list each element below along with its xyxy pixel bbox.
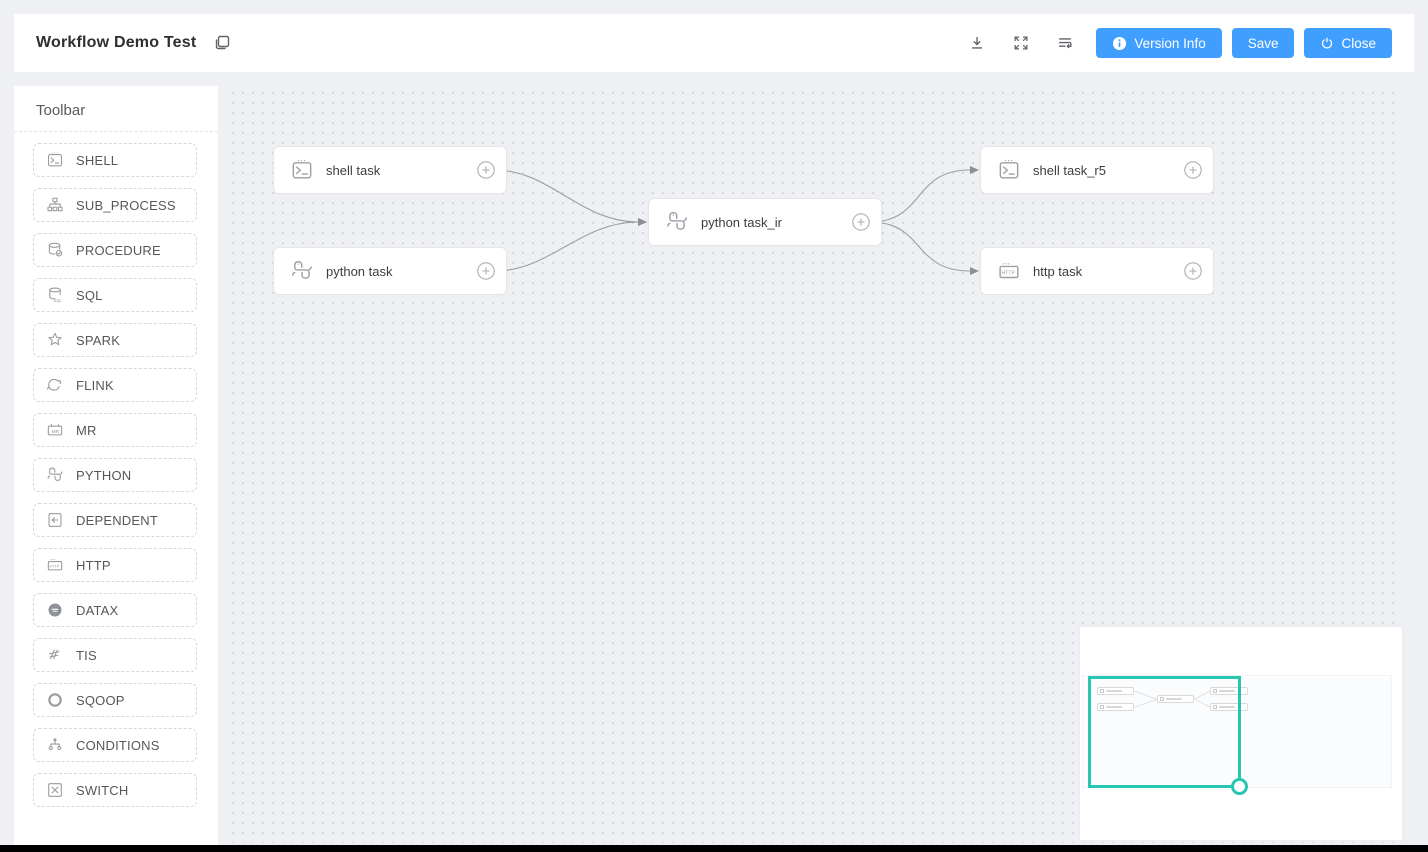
toolbar-item-python[interactable]: PYTHON — [33, 458, 197, 492]
node-label: shell task — [326, 162, 381, 178]
toolbar-title: Toolbar — [36, 102, 86, 119]
dag-node-shell-task-r5[interactable]: shell task_r5 — [980, 146, 1214, 194]
save-button[interactable]: Save — [1231, 28, 1295, 58]
http-icon: HTTP — [46, 556, 64, 574]
minimap[interactable] — [1080, 627, 1402, 840]
toolbar-item-http[interactable]: HTTP HTTP — [33, 548, 197, 582]
minimap-viewport[interactable] — [1088, 676, 1248, 795]
node-connect-plus-icon[interactable] — [1184, 161, 1202, 179]
switch-icon — [46, 781, 64, 799]
node-connect-plus-icon[interactable] — [1184, 262, 1202, 280]
toolbar-item-label: SPARK — [76, 332, 121, 348]
toolbar-item-switch[interactable]: SWITCH — [33, 773, 197, 807]
toolbar-item-label: PROCEDURE — [76, 242, 161, 258]
svg-text:HTTP: HTTP — [1002, 270, 1016, 276]
flink-icon — [46, 376, 64, 394]
download-icon[interactable] — [964, 30, 990, 56]
toolbar-item-label: TIS — [76, 647, 97, 663]
dependent-icon — [46, 511, 64, 529]
close-button[interactable]: Close — [1304, 28, 1392, 58]
sqoop-icon — [46, 691, 64, 709]
svg-text:SQL: SQL — [53, 298, 62, 303]
dag-canvas[interactable]: shell task python task python task_ir sh… — [218, 86, 1414, 845]
minimap-node-shell-task-r5 — [1210, 687, 1248, 695]
dag-node-python-task-ir[interactable]: python task_ir — [648, 198, 882, 246]
conditions-icon — [46, 736, 64, 754]
dag-node-python-task[interactable]: python task — [273, 247, 507, 295]
svg-text:HTTP: HTTP — [50, 565, 60, 569]
toolbar-item-label: FLINK — [76, 377, 114, 393]
close-label: Close — [1341, 35, 1376, 51]
toolbar-item-label: SHELL — [76, 152, 119, 168]
shell-icon — [289, 157, 315, 183]
minimap-node-http-task — [1210, 703, 1248, 711]
info-icon — [1113, 36, 1127, 50]
toolbar-item-label: SQOOP — [76, 692, 125, 708]
toolbar-sidebar: Toolbar SHELL SUB_PROCESS PROCEDURE SQL … — [14, 86, 218, 845]
node-label: python task_ir — [701, 214, 782, 230]
python-icon — [289, 258, 315, 284]
save-label: Save — [1247, 35, 1279, 51]
toolbar-item-label: PYTHON — [76, 467, 132, 483]
header-actions: Version Info Save Close — [964, 28, 1392, 58]
format-dag-icon[interactable] — [1052, 30, 1078, 56]
toolbar-item-sql[interactable]: SQL SQL — [33, 278, 197, 312]
toolbar-item-label: SWITCH — [76, 782, 129, 798]
toolbar-item-list: SHELL SUB_PROCESS PROCEDURE SQL SQL SPAR… — [14, 132, 218, 807]
dag-node-shell-task[interactable]: shell task — [273, 146, 507, 194]
tis-icon — [46, 646, 64, 664]
shell-icon — [996, 157, 1022, 183]
toolbar-item-label: SQL — [76, 287, 103, 303]
power-icon — [1322, 37, 1333, 49]
toolbar-item-tis[interactable]: TIS — [33, 638, 197, 672]
node-connect-plus-icon[interactable] — [477, 262, 495, 280]
dag-node-http-task[interactable]: HTTP http task — [980, 247, 1214, 295]
version-info-label: Version Info — [1134, 35, 1206, 51]
bottom-bar — [0, 845, 1428, 852]
toolbar-item-label: HTTP — [76, 557, 111, 573]
minimap-node-python-task — [1097, 703, 1135, 711]
toolbar-item-sqoop[interactable]: SQOOP — [33, 683, 197, 717]
node-connect-plus-icon[interactable] — [477, 161, 495, 179]
workflow-title: Workflow Demo Test — [36, 34, 197, 51]
toolbar-item-conditions[interactable]: CONDITIONS — [33, 728, 197, 762]
toolbar-item-flink[interactable]: FLINK — [33, 368, 197, 402]
spark-icon — [46, 331, 64, 349]
node-label: python task — [326, 263, 393, 279]
version-info-button[interactable]: Version Info — [1096, 28, 1222, 58]
divider — [14, 131, 218, 132]
toolbar-item-label: DEPENDENT — [76, 512, 158, 528]
minimap-node-python-task-ir — [1157, 695, 1195, 703]
toolbar-item-procedure[interactable]: PROCEDURE — [33, 233, 197, 267]
toolbar-item-label: SUB_PROCESS — [76, 197, 176, 213]
datax-icon — [46, 601, 64, 619]
minimap-resize-handle[interactable] — [1231, 778, 1248, 795]
http-icon: HTTP — [996, 258, 1022, 284]
node-label: http task — [1033, 263, 1083, 279]
toolbar-item-label: MR — [76, 422, 97, 438]
header: Workflow Demo Test — [14, 14, 1414, 72]
svg-text:MR: MR — [52, 429, 60, 435]
toolbar-item-spark[interactable]: SPARK — [33, 323, 197, 357]
mr-icon: MR — [46, 421, 64, 439]
python-icon — [664, 209, 690, 235]
toolbar-item-datax[interactable]: DATAX — [33, 593, 197, 627]
minimap-node-shell-task — [1097, 687, 1135, 695]
node-label: shell task_r5 — [1033, 162, 1106, 178]
toolbar-item-sub_process[interactable]: SUB_PROCESS — [33, 188, 197, 222]
toolbar-item-label: DATAX — [76, 602, 119, 618]
copy-icon[interactable] — [212, 33, 232, 53]
sql-icon: SQL — [46, 286, 64, 304]
node-connect-plus-icon[interactable] — [852, 213, 870, 231]
toolbar-item-shell[interactable]: SHELL — [33, 143, 197, 177]
toolbar-item-dependent[interactable]: DEPENDENT — [33, 503, 197, 537]
toolbar-item-label: CONDITIONS — [76, 737, 160, 753]
fullscreen-icon[interactable] — [1008, 30, 1034, 56]
procedure-icon — [46, 241, 64, 259]
sub_process-icon — [46, 196, 64, 214]
shell-icon — [46, 151, 64, 169]
python-icon — [46, 466, 64, 484]
toolbar-item-mr[interactable]: MR MR — [33, 413, 197, 447]
